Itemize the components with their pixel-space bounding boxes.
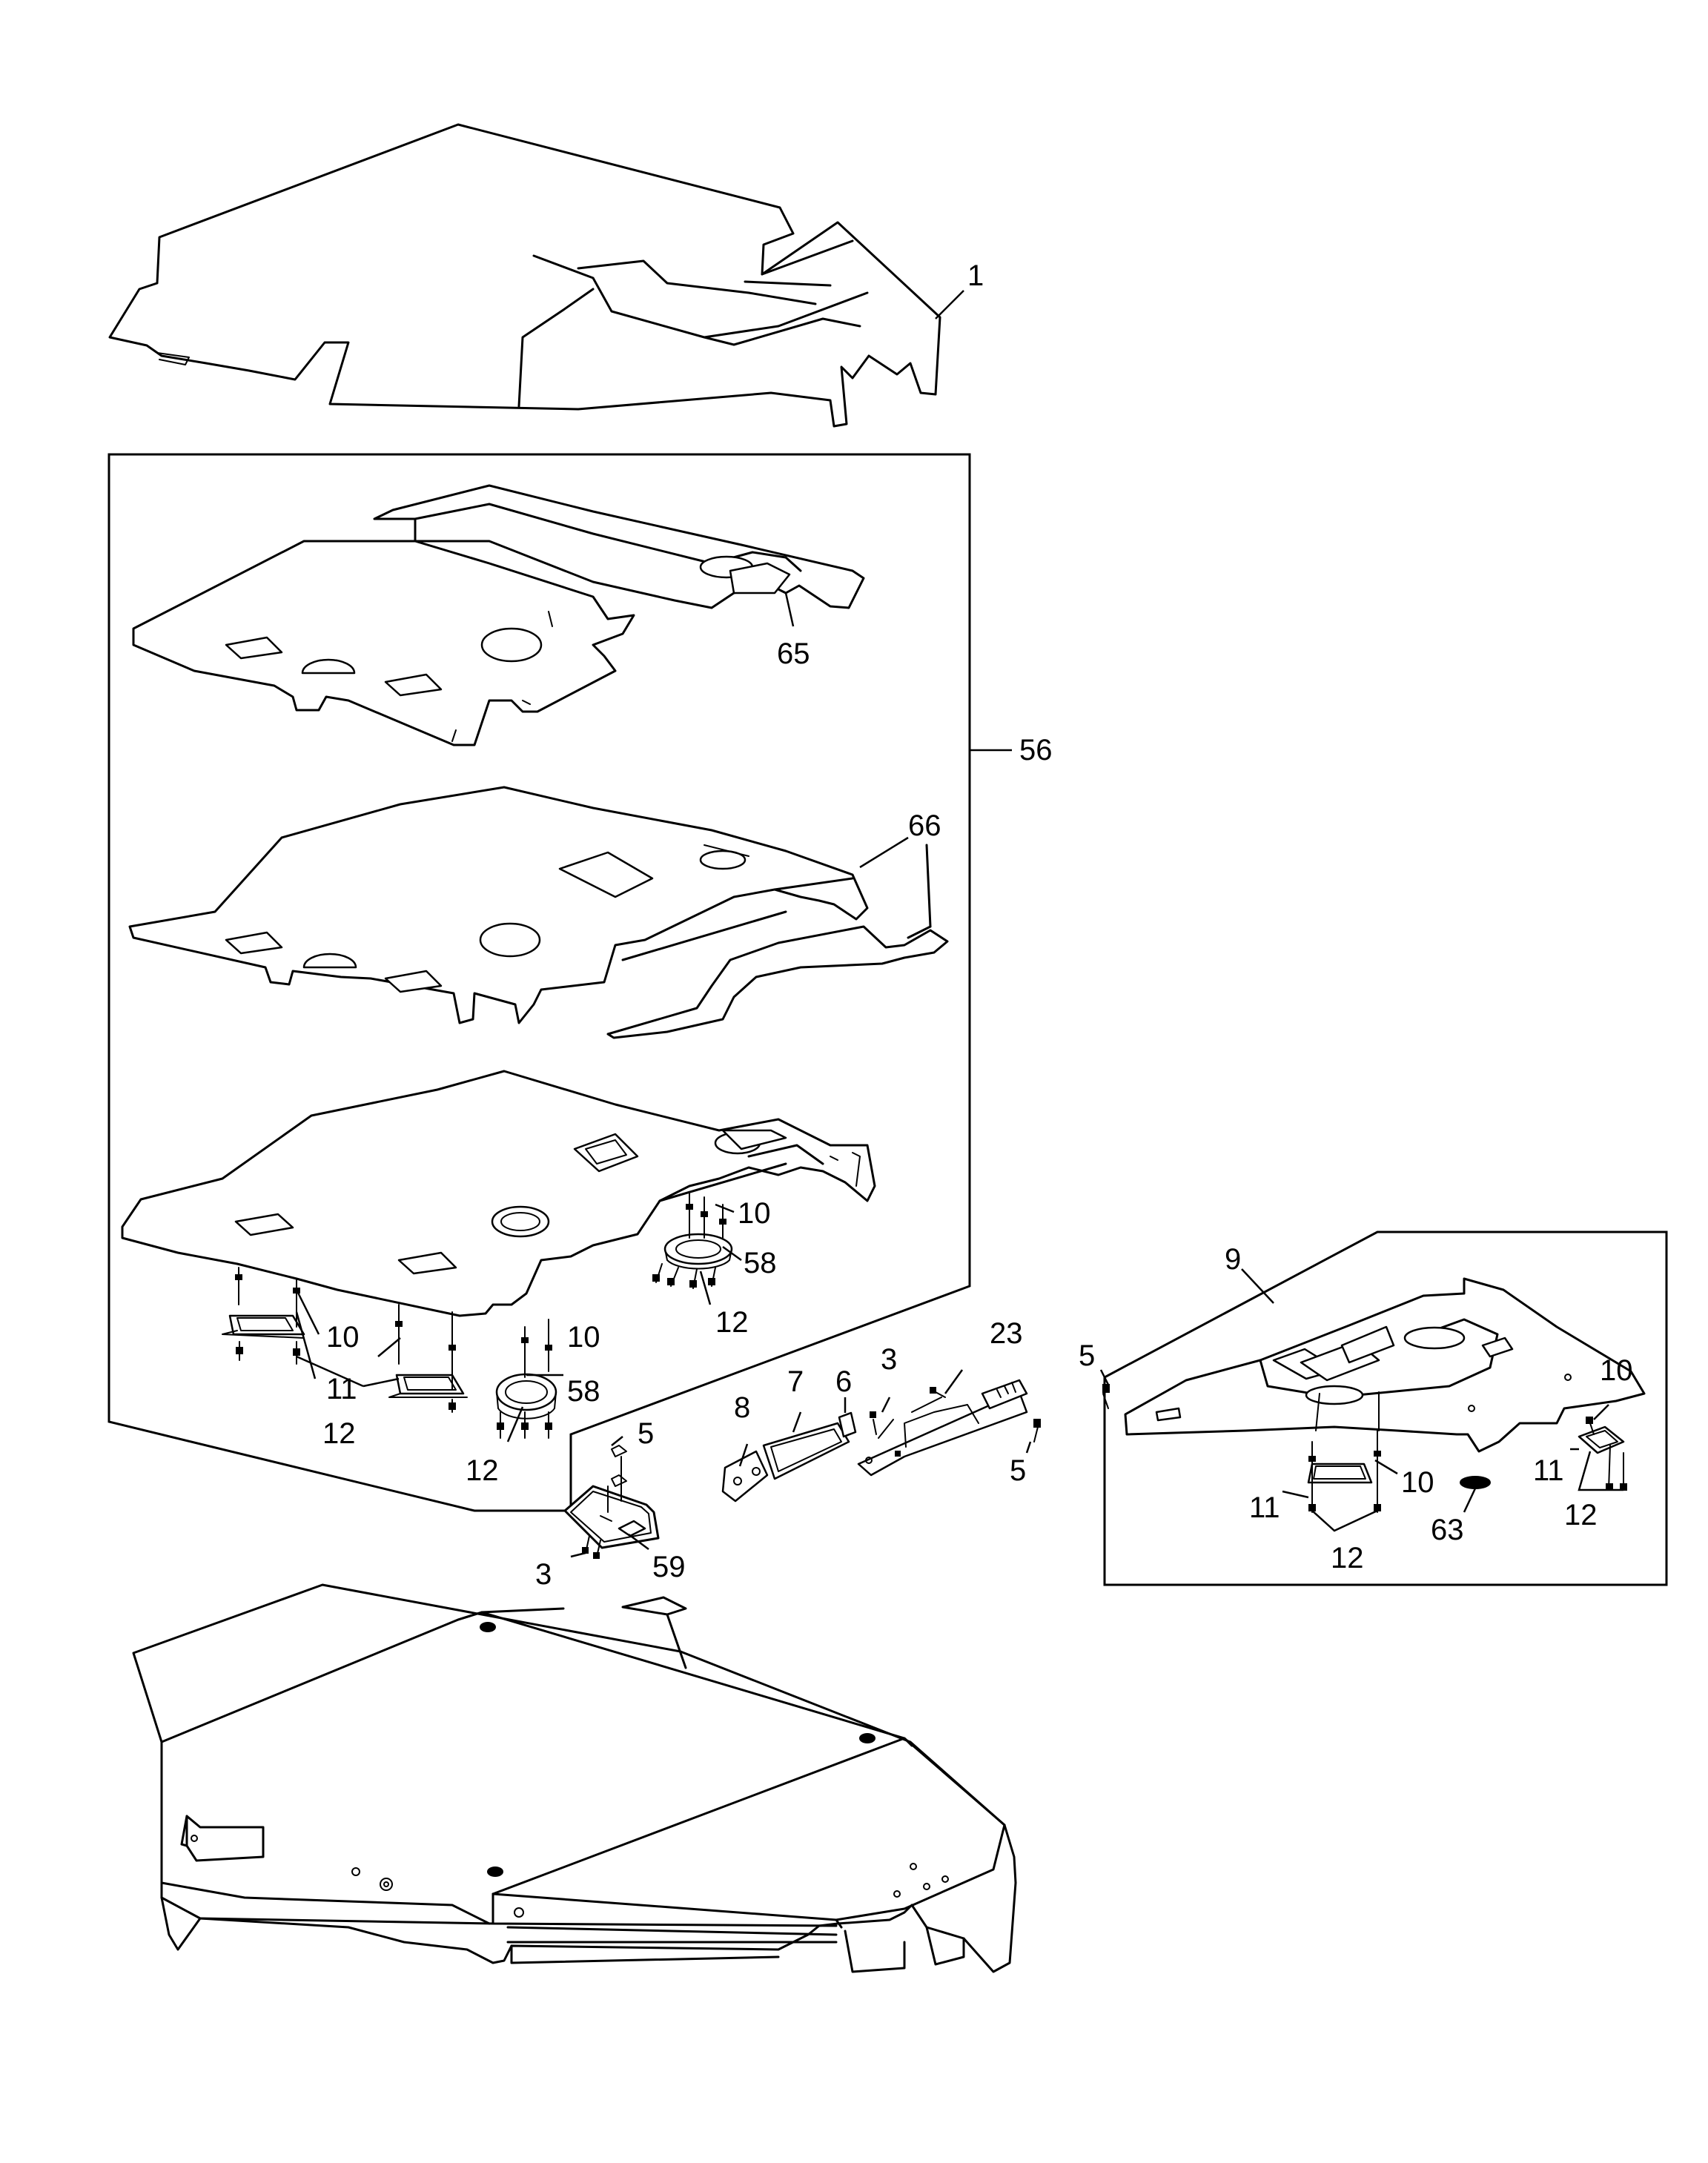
callout-10: 10 — [738, 1197, 771, 1230]
callout-3: 3 — [535, 1558, 552, 1591]
callout-23: 23 — [990, 1317, 1023, 1350]
callout-12: 12 — [322, 1417, 356, 1450]
callout-11: 11 — [1533, 1454, 1564, 1487]
callout-3: 3 — [881, 1343, 897, 1376]
callout-8: 8 — [734, 1391, 750, 1424]
lens-7 — [762, 1422, 850, 1480]
callout-5: 5 — [1010, 1454, 1026, 1487]
callout-6: 6 — [835, 1365, 852, 1398]
callout-65: 65 — [777, 637, 810, 670]
callout-10: 10 — [1600, 1354, 1633, 1387]
dome-lamp-center — [388, 1374, 468, 1398]
overhead-console-9 — [1124, 1277, 1646, 1453]
callout-11: 11 — [1249, 1491, 1280, 1524]
console-bezel-8 — [721, 1450, 769, 1503]
plug-63 — [1460, 1476, 1491, 1489]
callout-7: 7 — [787, 1365, 804, 1398]
callout-56: 56 — [1019, 734, 1053, 766]
callout-63: 63 — [1431, 1514, 1464, 1546]
callout-58: 58 — [744, 1247, 777, 1279]
callout-12: 12 — [1331, 1542, 1364, 1574]
callout-66: 66 — [908, 809, 941, 842]
dome-lamp-9-right — [1578, 1417, 1627, 1491]
roof-frame-lower — [132, 1583, 1017, 1973]
callout-5: 5 — [1079, 1339, 1095, 1372]
dome-lamp-left — [222, 1314, 305, 1339]
leader-lines — [295, 290, 1623, 1558]
callout-9: 9 — [1225, 1243, 1241, 1276]
callout-12: 12 — [715, 1306, 749, 1339]
headliner-layer-base — [121, 1070, 876, 1317]
callout-10: 10 — [567, 1321, 600, 1354]
callout-59: 59 — [652, 1551, 686, 1583]
fasteners-box-56 — [235, 1193, 726, 1439]
callout-12: 12 — [1564, 1499, 1598, 1531]
callout-5: 5 — [638, 1417, 654, 1450]
callout-labels: 1 65 56 66 10 58 12 10 10 11 58 12 12 5 … — [322, 259, 1633, 1591]
headliner-layer-65 — [132, 484, 865, 746]
callout-12: 12 — [466, 1454, 499, 1487]
console-assembly-frame — [1103, 1230, 1668, 1586]
callout-10: 10 — [326, 1321, 360, 1354]
switch-6 — [838, 1411, 857, 1438]
headliner-assembly-frame — [107, 453, 971, 1512]
callout-10: 10 — [1401, 1466, 1434, 1499]
speaker-ring-58-left — [495, 1373, 557, 1420]
roof-panel-part-1 — [108, 123, 941, 428]
headliner-layer-66 — [128, 786, 949, 1039]
callout-58: 58 — [567, 1375, 600, 1408]
callout-1: 1 — [967, 259, 984, 292]
speaker-ring-58-right — [663, 1233, 733, 1270]
callout-11: 11 — [326, 1373, 357, 1405]
console-panel-23 — [857, 1379, 1028, 1477]
dome-lamp-9-left — [1307, 1430, 1381, 1513]
lamp-plate-59 — [563, 1445, 660, 1559]
